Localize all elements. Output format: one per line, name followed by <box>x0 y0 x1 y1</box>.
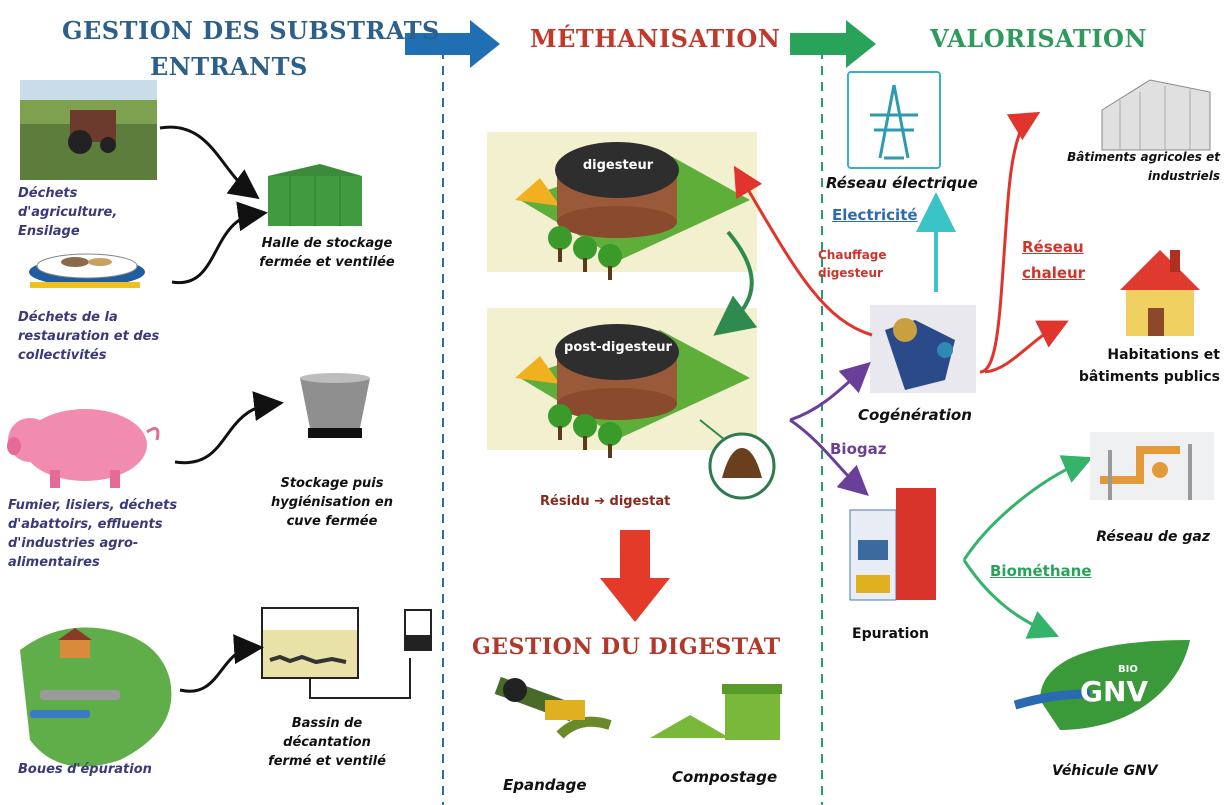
label-biogaz: Biogaz <box>830 440 887 458</box>
header-substrats-line2: ENTRANTS <box>150 52 308 81</box>
power-network-icon <box>847 71 941 169</box>
purification-unit-icon <box>849 488 936 601</box>
house-icon <box>1120 250 1200 336</box>
label-agriculture: Déchets d'agriculture, Ensilage <box>18 186 118 239</box>
label-chauffage-line2: digesteur <box>818 266 883 280</box>
closed-tank-icon <box>300 373 370 438</box>
label-chauffage-line1: Chauffage <box>818 248 887 262</box>
arrow-biogas-to-epuration <box>789 418 869 497</box>
label-restauration: Déchets de la restauration et des collec… <box>18 310 160 363</box>
compost-picture <box>650 684 782 740</box>
label-reseau-electrique: Réseau électrique <box>826 174 978 192</box>
label-compostage: Compostage <box>672 768 778 786</box>
label-bassin: Bassin de décantation fermé et ventilé <box>268 716 386 769</box>
label-electricite: Electricité <box>832 206 918 224</box>
arrow-biogas-to-cogen <box>789 361 871 422</box>
label-reseau-chaleur-line1: Réseau <box>1022 238 1084 256</box>
sewage-plant-picture <box>20 627 172 767</box>
label-fumier: Fumier, lisiers, déchets d'abattoirs, ef… <box>8 498 178 570</box>
spreading-picture <box>494 676 612 739</box>
cogeneration-engine-icon <box>870 305 976 393</box>
label-residu: Résidu ➔ digestat <box>540 494 671 509</box>
connector-to-digestate <box>699 419 726 441</box>
label-boues: Boues d'épuration <box>18 762 152 777</box>
arrow-resto-to-hall <box>171 201 268 285</box>
arrow-boues-to-basin <box>179 634 264 693</box>
arrow-biomethane-to-gas <box>962 455 1094 561</box>
arrow-to-digestate-management <box>600 530 670 622</box>
header-valorisation: VALORISATION <box>930 24 1147 53</box>
label-cogeneration: Cogénération <box>858 406 972 424</box>
arrow-heat-to-buildings <box>979 111 1041 374</box>
header-substrats: GESTION DES SUBSTRATS <box>62 16 440 45</box>
label-post-digesteur: post-digesteur <box>564 340 672 355</box>
label-reseau-chaleur-line2: chaleur <box>1022 264 1086 282</box>
gnv-text: GNV <box>1080 675 1149 708</box>
label-epandage: Epandage <box>503 776 587 794</box>
pig-picture <box>7 409 160 488</box>
header-arrow-blue <box>405 20 500 68</box>
settling-basin-icon <box>261 607 432 699</box>
label-halle: Halle de stockage fermée et ventilée <box>259 236 395 270</box>
label-reseau-gaz: Réseau de gaz <box>1096 529 1210 545</box>
header-arrow-green <box>790 20 876 68</box>
arrow-agri-to-hall <box>159 125 260 200</box>
gas-network-icon <box>1090 432 1214 500</box>
arrow-heat-to-digester <box>733 165 873 337</box>
industrial-building-icon <box>1101 79 1211 151</box>
storage-hall-icon <box>268 164 362 226</box>
gnv-logo <box>1013 640 1190 730</box>
label-epuration: Epuration <box>852 626 929 642</box>
arrow-biomethane-to-vehicle <box>962 559 1060 639</box>
digestate-icon <box>708 432 776 500</box>
arrow-fumier-to-tank <box>174 391 284 465</box>
label-vehicule: Véhicule GNV <box>1052 763 1158 779</box>
restaurant-waste-picture <box>29 253 145 288</box>
label-cuve: Stockage puis hygiénisation en cuve ferm… <box>271 476 393 529</box>
header-digestat: GESTION DU DIGESTAT <box>472 634 781 660</box>
arrow-digester-to-post <box>713 230 758 336</box>
digester-scene <box>487 132 757 280</box>
label-chauffage: Chauffage digesteur <box>818 246 887 282</box>
agriculture-photo <box>20 80 157 180</box>
label-digesteur: digesteur <box>582 158 654 173</box>
gnv-bio-text: BIO <box>1118 664 1138 675</box>
arrow-heat-to-homes <box>984 320 1069 374</box>
header-methanisation: MÉTHANISATION <box>530 24 781 53</box>
post-digester-scene <box>487 308 757 458</box>
label-reseau-chaleur: Réseau chaleur <box>1022 234 1085 286</box>
label-biomethane: Biométhane <box>990 562 1092 580</box>
label-batiments: Bâtiments agricoles et industriels <box>1067 150 1220 183</box>
label-habitations: Habitations et bâtiments publics <box>1078 347 1220 385</box>
